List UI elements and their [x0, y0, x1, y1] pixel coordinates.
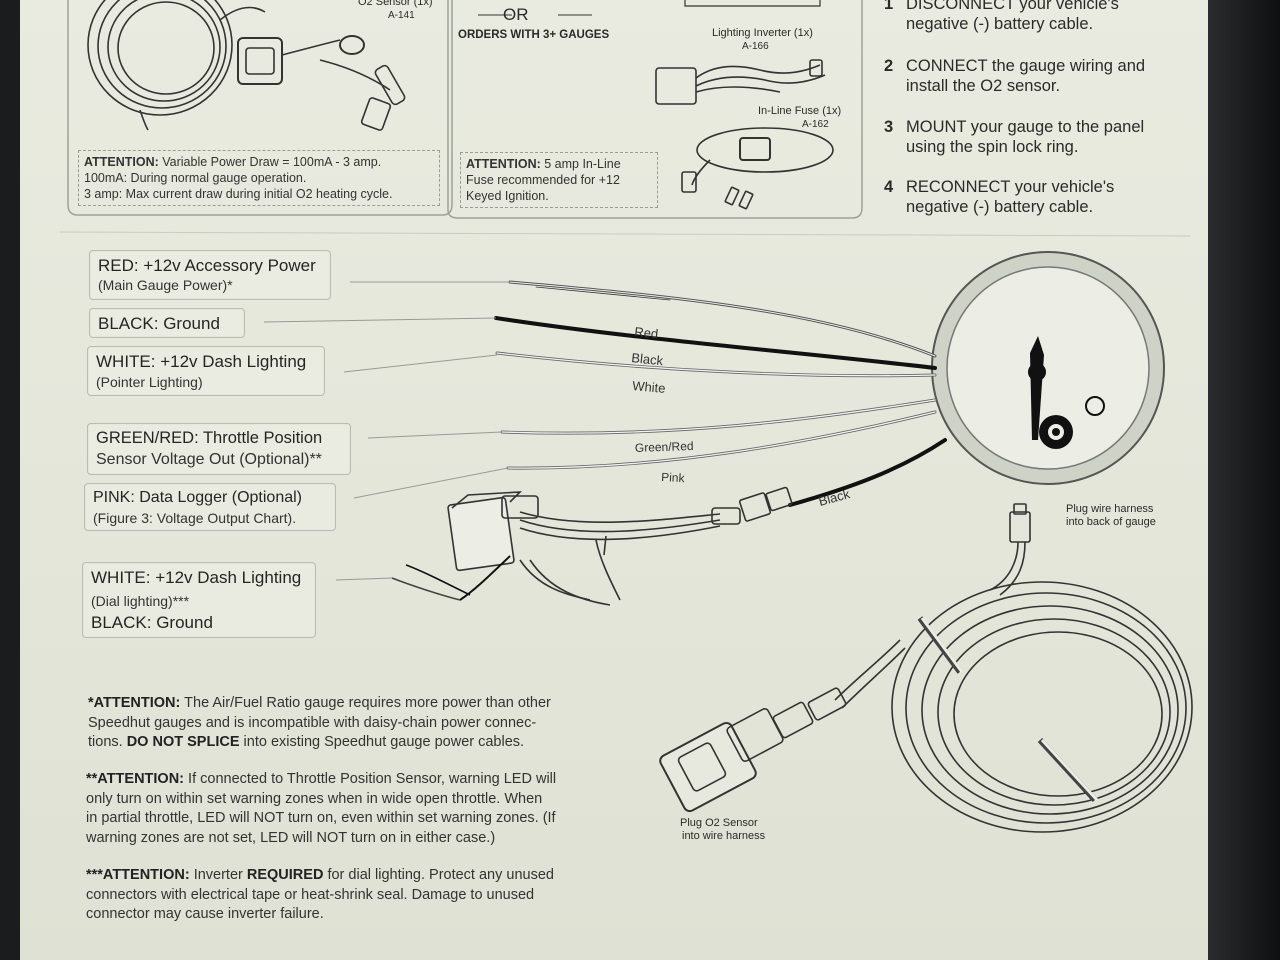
attention-note-inverter: ***ATTENTION: Inverter REQUIRED for dial…: [86, 867, 554, 922]
wire-tag-white: White: [632, 378, 666, 396]
monitor-bezel: [1208, 0, 1280, 960]
pink-wire: [506, 410, 937, 470]
in-line-fuse-label: In-Line Fuse (1x): [758, 105, 842, 117]
inverter-and-fuse-illustration: [478, 0, 834, 210]
white-wire: [495, 351, 937, 378]
wire-tag-black-power: Black: [817, 486, 852, 509]
label-pink-data-logger: PINK: Data Logger (Optional) (Figure 3: …: [84, 483, 336, 531]
black-power-wire: [788, 438, 947, 507]
installation-steps: 1 DISCONNECT your vehicle's negative (-)…: [884, 0, 1146, 216]
label-red-power: RED: +12v Accessory Power (Main Gauge Po…: [89, 250, 331, 300]
lighting-inverter-code: A-166: [742, 41, 769, 52]
or-label: OR: [503, 5, 529, 24]
section-divider: [59, 231, 1191, 237]
wire-tag-green-red: Green/Red: [635, 439, 694, 455]
orders-with-3-gauges-label: ORDERS WITH 3+ GAUGES: [458, 29, 610, 41]
label-leader-lines: [263, 281, 510, 581]
inverter-harness: [391, 486, 793, 606]
o2-harness-illustration: [659, 503, 1193, 833]
harness-callout-line2: into back of gauge: [1066, 516, 1156, 528]
label-white-pointer-lighting: WHITE: +12v Dash Lighting (Pointer Light…: [87, 346, 325, 396]
label-dial-lighting: WHITE: +12v Dash Lighting (Dial lighting…: [82, 562, 316, 638]
gauge-illustration: [931, 251, 1165, 485]
fuse-attention: ATTENTION: 5 amp In-Line Fuse recommende…: [460, 152, 658, 208]
attention-note-power: *ATTENTION: The Air/Fuel Ratio gauge req…: [88, 695, 551, 750]
power-draw-attention: ATTENTION: Variable Power Draw = 100mA -…: [78, 150, 440, 206]
o2-callout-line1: Plug O2 Sensor: [680, 817, 758, 829]
top-left-panel-frame: [67, 0, 453, 216]
o2-sensor-part-code: A-141: [388, 10, 415, 21]
wire-tag-pink: Pink: [661, 470, 686, 485]
attention-note-tps: **ATTENTION: If connected to Throttle Po…: [86, 771, 557, 846]
o2-callout-line2: into wire harness: [682, 830, 766, 842]
wire-tag-black: Black: [631, 350, 665, 368]
harness-callout-line1: Plug wire harness: [1066, 503, 1154, 515]
gauge-wires: [494, 280, 947, 507]
wire-tag-red: Red: [634, 324, 659, 341]
lighting-inverter-label: Lighting Inverter (1x): [712, 27, 813, 39]
o2-sensor-coil-illustration: [87, 0, 406, 131]
o2-sensor-part-label: O2 Sensor (1x): [358, 0, 433, 8]
label-green-red-tps: GREEN/RED: Throttle Position Sensor Volt…: [87, 423, 351, 475]
top-middle-panel-frame: [447, 0, 863, 219]
wiring-diagram-art: Red Black White Green/Red Pink Black: [59, 0, 1193, 833]
instruction-sheet: Red Black White Green/Red Pink Black O2 …: [20, 0, 1208, 960]
black-wire: [494, 316, 937, 370]
label-black-ground: BLACK: Ground: [89, 308, 245, 338]
in-line-fuse-code: A-162: [802, 119, 829, 130]
